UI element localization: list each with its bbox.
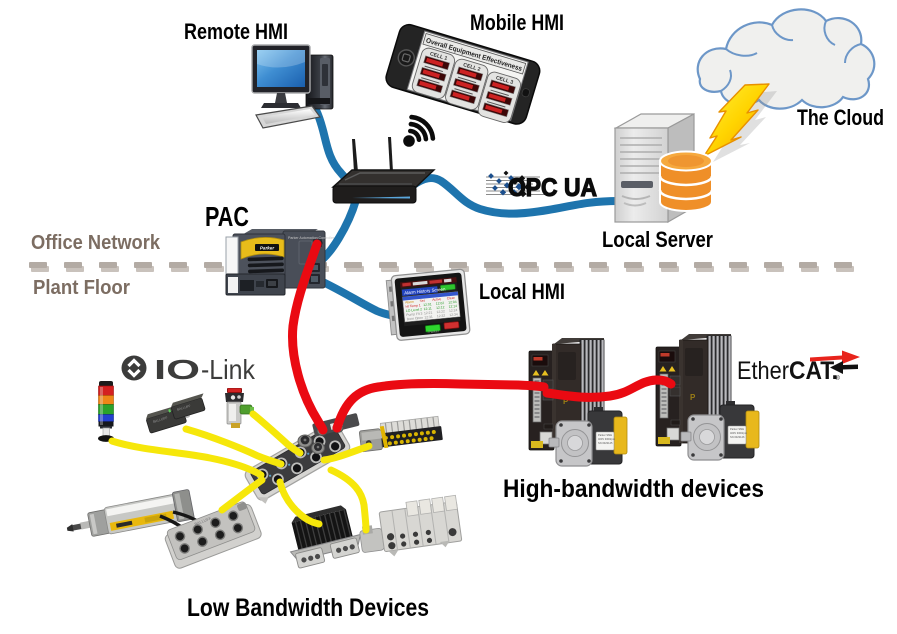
svg-text:High-bandwidth devices: High-bandwidth devices [503, 475, 764, 503]
svg-text:Parker: Parker [260, 246, 275, 251]
svg-text:12:24: 12:24 [449, 308, 458, 313]
svg-text:P: P [690, 393, 696, 402]
svg-text:12:01: 12:01 [423, 302, 432, 307]
svg-text:HI Temp 1: HI Temp 1 [405, 303, 421, 308]
svg-text:12:02: 12:02 [436, 301, 445, 306]
svg-text:12:22: 12:22 [436, 309, 445, 314]
svg-text:12:32: 12:32 [437, 314, 446, 319]
svg-text:The Cloud: The Cloud [797, 105, 884, 130]
svg-text:Remote HMI: Remote HMI [184, 19, 288, 44]
svg-text:Clear: Clear [447, 296, 456, 301]
svg-text:CELL 1: CELL 1 [429, 51, 448, 62]
svg-text:12:31: 12:31 [424, 315, 433, 320]
svg-text:IO: IO [154, 354, 200, 385]
svg-text:400V 3000rpm: 400V 3000rpm [598, 437, 615, 441]
svg-text:Set: Set [420, 299, 425, 303]
svg-text:12:21: 12:21 [424, 311, 433, 316]
svg-text:CELL 3: CELL 3 [495, 75, 514, 86]
svg-text:-Parker: -Parker [427, 329, 440, 334]
svg-text:Low Bandwidth Devices: Low Bandwidth Devices [187, 594, 429, 622]
svg-text:Parker SMH: Parker SMH [730, 427, 744, 431]
svg-text:Alarm History Screen: Alarm History Screen [404, 286, 446, 295]
svg-text:Local Server: Local Server [602, 227, 713, 252]
svg-text:P: P [563, 397, 569, 406]
svg-text:OPC UA: OPC UA [508, 174, 597, 202]
svg-text:12:11: 12:11 [423, 306, 432, 311]
svg-text:Alarm: Alarm [405, 300, 414, 305]
svg-text:12:34: 12:34 [449, 312, 458, 317]
svg-text:SN 0023146: SN 0023146 [730, 435, 745, 439]
svg-text:Local HMI: Local HMI [479, 279, 565, 304]
svg-text:12:14: 12:14 [448, 304, 457, 309]
svg-text:Parker SMH: Parker SMH [598, 433, 612, 437]
svg-text:LO Level 2: LO Level 2 [406, 307, 423, 313]
svg-text:Office Network: Office Network [31, 232, 161, 254]
svg-text:BALLUFF: BALLUFF [177, 404, 192, 412]
svg-text:400V 3000rpm: 400V 3000rpm [730, 431, 747, 435]
svg-text:12:04: 12:04 [448, 300, 457, 305]
svg-text:®: ® [835, 374, 840, 382]
svg-text:Mobile HMI: Mobile HMI [470, 10, 564, 35]
svg-text:Pump Flt 3: Pump Flt 3 [406, 312, 423, 318]
svg-text:12:12: 12:12 [436, 305, 445, 310]
svg-text:Active: Active [432, 297, 442, 302]
svg-text:BALLUFF: BALLUFF [194, 515, 213, 526]
svg-text:Plant Floor: Plant Floor [33, 277, 130, 299]
svg-text:Parker Automation Controller: Parker Automation Controller [288, 236, 335, 240]
svg-text:PAC: PAC [205, 201, 249, 232]
svg-text:-Link: -Link [201, 354, 256, 385]
svg-text:Ether: Ether [737, 357, 789, 385]
svg-text:BALLUFF: BALLUFF [153, 416, 168, 424]
svg-text:Door Open: Door Open [407, 316, 424, 322]
svg-text:SN 0023145: SN 0023145 [598, 441, 613, 445]
svg-text:CAT.: CAT. [789, 357, 838, 385]
svg-text:CELL 2: CELL 2 [462, 62, 481, 73]
